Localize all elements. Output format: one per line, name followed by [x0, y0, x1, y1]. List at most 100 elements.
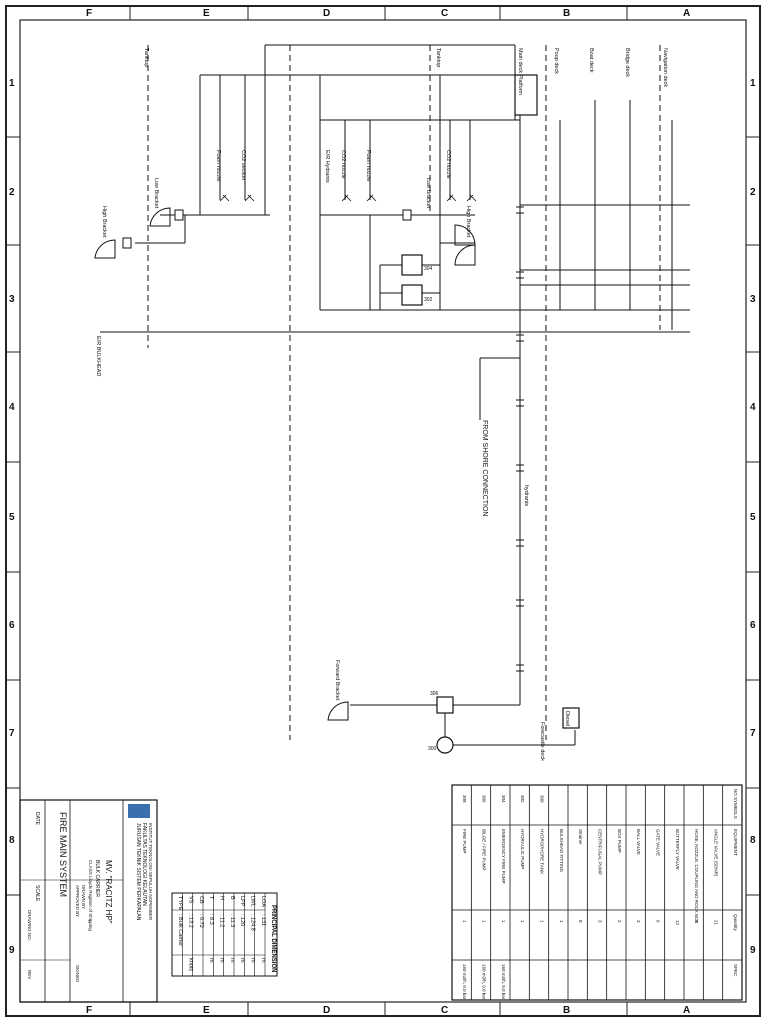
legend-quantity: 1 — [559, 920, 564, 923]
hose-brackets — [94, 207, 476, 721]
label-co2-section: CO2 section — [240, 150, 246, 180]
legend-equipment: HOSE, NOZZLE, COUPLING AND ROCK BOX — [694, 829, 699, 924]
legend-equipment: GATE VALVE — [656, 829, 661, 856]
main-deck-panel — [514, 74, 538, 116]
pd-key: LPP — [239, 896, 245, 907]
legend-equipment: EMERGENCY FIRE PUMP — [501, 829, 506, 884]
grid-numbers-left: 1 2 3 4 5 6 7 8 9 — [9, 78, 15, 956]
deck-label-navigation: Navigation deck — [662, 48, 668, 87]
components — [122, 74, 580, 754]
legend-quantity: 1 — [462, 920, 467, 923]
deck-labels: Navigation deck Bridge deck Boat deck Po… — [143, 48, 668, 761]
legend-quantity: 8 — [694, 920, 699, 923]
ship-name: MV. "RACITZ HP" — [104, 860, 113, 924]
label-co2-nozzle: CO2 nozzle — [340, 150, 346, 179]
pd-unit: knots — [188, 958, 194, 971]
pd-unit: m — [239, 958, 245, 963]
legend-spec: 160 m3/h, 9.0 bar — [482, 964, 487, 1000]
pd-unit: m — [219, 958, 225, 963]
label-302: 302 — [424, 297, 433, 303]
inner-border — [19, 19, 747, 1003]
label-high-bracket: High Bracket — [101, 206, 107, 238]
deck-label-forecastle: Forecastle deck — [539, 722, 545, 761]
drawing-title: FIRE MAIN SYSTEM — [58, 812, 68, 897]
bracket-low-c — [454, 224, 476, 246]
grid-number: 1 — [750, 78, 756, 89]
legend-quantity: 8 — [578, 920, 583, 923]
deck-label-tanktop-c: Tanktop — [435, 48, 441, 67]
grid-letter: A — [683, 1005, 690, 1016]
deck-label-bridge: Bridge deck — [624, 48, 630, 77]
grid-letter: E — [203, 8, 210, 19]
grid-number: 3 — [9, 294, 15, 305]
legend-quantity: 1 — [540, 920, 545, 923]
strainer-f — [122, 237, 132, 249]
pd-value: : 13.2 — [188, 914, 194, 928]
valve-marks — [516, 206, 524, 672]
pump-302-box — [401, 284, 423, 306]
legend-spec: 160 m3/h, 9.0 bar — [462, 964, 467, 1000]
legend-quantity: 3 — [636, 920, 641, 923]
outer-border — [5, 5, 761, 1017]
pd-value: : Bulk Carrier — [177, 914, 183, 946]
drawn-by: DRAWN BY — [81, 885, 86, 909]
legend-equipment: FIRE PUMP — [462, 829, 467, 854]
approved-by: APPROVED BY — [75, 885, 80, 917]
label-low-bracket: Low Bracket — [153, 178, 159, 209]
grid-number: 4 — [750, 402, 756, 413]
pump-306-box — [436, 696, 454, 714]
legend-quantity: 3 — [598, 920, 603, 923]
principal-title: PRINCIPAL DIMENSION — [270, 905, 276, 972]
label-foam-nozzle-2: Foam nozzle — [365, 150, 371, 182]
grid-letter: F — [86, 8, 92, 19]
pd-key: H — [219, 896, 225, 900]
grid-numbers-right: 1 2 3 4 5 6 7 8 9 — [750, 78, 756, 956]
grid-letter: D — [323, 1005, 330, 1016]
pd-value: : 11.2 — [219, 914, 225, 927]
dashed-bulkheads — [147, 45, 661, 740]
grid-number: 4 — [9, 402, 15, 413]
date-label: DATE — [34, 812, 40, 826]
grid-number: 6 — [750, 620, 756, 631]
its-logo — [128, 804, 150, 818]
legend-equipment: BULKHEAD FITTING — [559, 829, 564, 873]
bracket-high-c — [454, 244, 476, 266]
piping — [100, 44, 690, 746]
legend-header-quantity: Quantity — [733, 914, 738, 932]
pd-value: : 124.8 — [250, 914, 256, 931]
legend-header-spec: SPEC — [733, 964, 738, 977]
label-er-bulkhead: E/R BULKHEAD — [95, 336, 101, 376]
label-foam-nozzle: Foam nozzle — [215, 150, 221, 182]
legend-no: 302 — [520, 795, 525, 803]
bracket-high-f — [94, 239, 116, 259]
signed-label: SIGNED — [75, 965, 80, 983]
label-304: 304 — [424, 266, 433, 272]
legend-equipment: BOX PUMP — [617, 829, 622, 853]
ship-type: BULK CARRIER — [94, 860, 100, 897]
legend-no: 308 — [462, 795, 467, 803]
pd-unit: m — [250, 958, 256, 963]
grid-number: 1 — [9, 78, 15, 89]
legend-equipment: BALL VALVE — [636, 829, 641, 855]
legend-no: 300 — [540, 795, 545, 803]
label-low-bracket: Low Bracket — [425, 178, 431, 209]
label-hydrants: hydrants — [523, 485, 529, 506]
strainer-e — [174, 209, 184, 221]
pd-value: : 120 — [239, 914, 245, 926]
legend-quantity: 1 — [501, 920, 506, 923]
pd-key: LOA — [260, 896, 266, 907]
grid-ticks — [6, 6, 760, 1016]
grid-letter: A — [683, 8, 690, 19]
grid-number: 6 — [9, 620, 15, 631]
legend-quantity: 21 — [714, 920, 719, 926]
title-block: JURUSAN TEKNIK SISTEM PERKAPALAN FAKULTA… — [19, 799, 158, 1003]
legend-equipment: HYDRAULIC PUMP — [520, 829, 525, 869]
legend-no: 304 — [501, 795, 506, 803]
legend-no: 306 — [482, 795, 487, 803]
pd-unit: m — [208, 958, 214, 963]
legend-equipment: BUTTERFLY VALVE — [675, 829, 680, 870]
label-high-bracket: High Bracket — [465, 206, 471, 238]
pd-value: : 8.3 — [208, 914, 214, 925]
label-306: 306 — [430, 691, 439, 697]
